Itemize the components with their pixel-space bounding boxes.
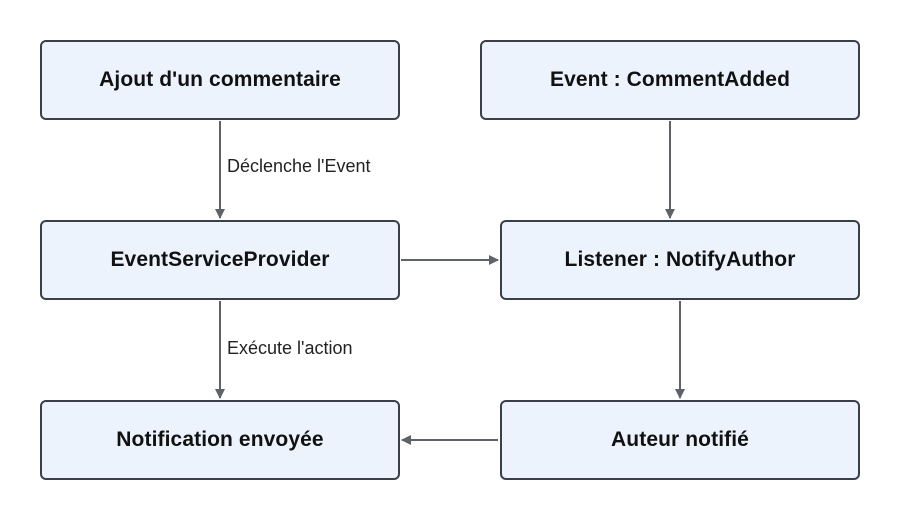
node-event-service-provider: EventServiceProvider xyxy=(40,220,400,300)
node-event-comment-added: Event : CommentAdded xyxy=(480,40,860,120)
node-ajout-commentaire: Ajout d'un commentaire xyxy=(40,40,400,120)
edge-label-execute: Exécute l'action xyxy=(227,338,353,358)
node-auteur-notifie: Auteur notifié xyxy=(500,400,860,480)
node-notification-envoyee: Notification envoyée xyxy=(40,400,400,480)
node-listener-notify-author: Listener : NotifyAuthor xyxy=(500,220,860,300)
edge-label-declenche: Déclenche l'Event xyxy=(227,156,371,176)
